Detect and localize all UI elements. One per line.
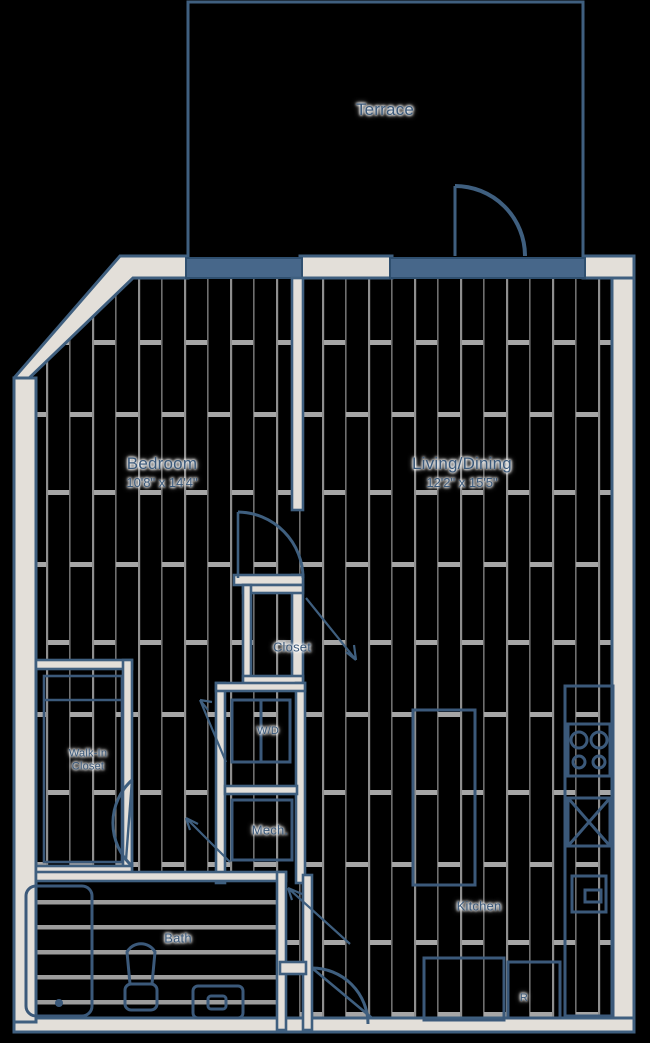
window-living: [389, 257, 586, 279]
terrace-door: [453, 184, 527, 257]
toilet-icon: [123, 942, 159, 1012]
vanity-icon: [191, 984, 245, 1020]
dishwasher-icon: [570, 874, 608, 914]
refrigerator-icon: [506, 960, 562, 1020]
counter-peninsula: [422, 956, 506, 1022]
cooktop-icon: [566, 722, 612, 778]
washer-dryer-icon: [230, 698, 292, 764]
bathtub-icon: [24, 884, 94, 1018]
exterior-walls: [12, 254, 636, 1034]
sink-icon: [566, 796, 612, 848]
mech-unit-icon: [230, 798, 294, 862]
kitchen-fixtures: [411, 684, 615, 1022]
terrace-area: [186, 0, 585, 264]
windows: [185, 257, 586, 279]
interior-doors: [111, 510, 373, 1025]
walkin-closet-shelves: [42, 674, 124, 864]
kitchen-island: [411, 708, 477, 887]
window-bedroom: [185, 257, 303, 279]
bath-fixtures: [24, 884, 245, 1020]
unit-flooring: [14, 258, 631, 1030]
